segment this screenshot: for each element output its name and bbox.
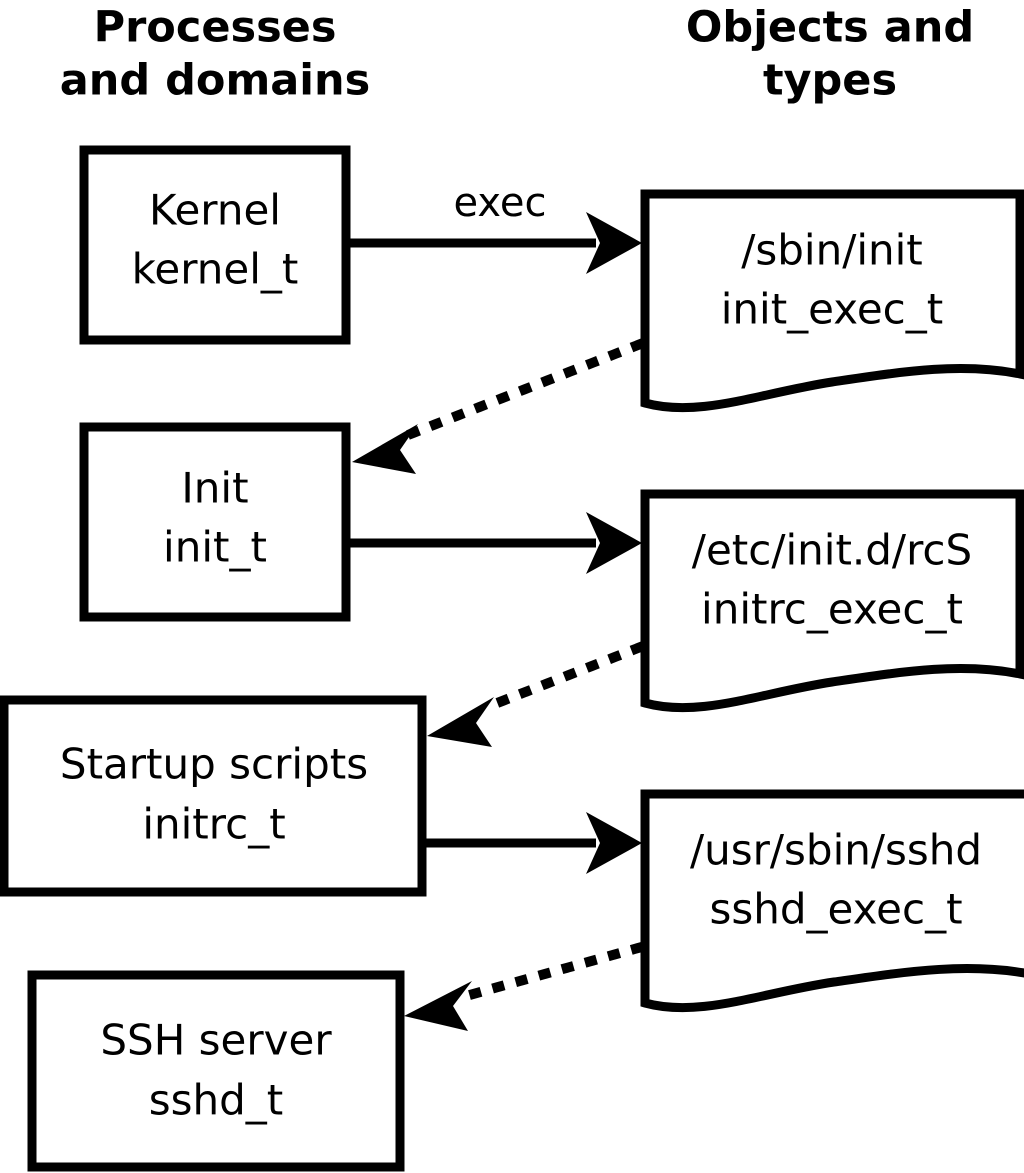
node-sshd[interactable]: SSH server sshd_t	[27, 970, 405, 1172]
column-header-objects: Objects and types	[686, 3, 974, 106]
node-kernel-line2: kernel_t	[132, 245, 299, 294]
node-init-line2: init_t	[163, 523, 267, 572]
node-initrc-exec-line2: initrc_exec_t	[701, 585, 963, 634]
node-sshd-exec-line2: sshd_exec_t	[709, 885, 962, 934]
node-sshd-box[interactable]	[27, 970, 405, 1172]
column-header-processes: Processes and domains	[60, 3, 370, 106]
node-init-box[interactable]	[79, 422, 351, 622]
edge-init-to-initrc-exec-arrowhead	[586, 512, 642, 574]
node-init-exec-document-shape[interactable]	[640, 189, 1024, 413]
node-sshd-exec-line1: /usr/sbin/sshd	[690, 826, 982, 875]
edge-init-exec-to-init-arrowhead	[352, 424, 418, 474]
node-sshd-line1: SSH server	[100, 1016, 332, 1065]
node-init-exec[interactable]: /sbin/init init_exec_t	[640, 189, 1024, 413]
edge-initrc-exec-to-initrc	[427, 641, 645, 747]
node-kernel-box[interactable]	[79, 145, 351, 345]
node-sshd-exec[interactable]: /usr/sbin/sshd sshd_exec_t	[640, 789, 1024, 1013]
edge-label-exec: exec	[454, 180, 547, 226]
node-kernel[interactable]: Kernel kernel_t	[79, 145, 351, 345]
edge-initrc-exec-to-initrc-arrowhead	[427, 697, 494, 747]
node-initrc-line1: Startup scripts	[60, 740, 368, 789]
node-initrc-line2: initrc_t	[142, 800, 285, 849]
node-initrc[interactable]: Startup scripts initrc_t	[0, 695, 427, 897]
node-init-exec-line1: /sbin/init	[741, 226, 923, 275]
edge-sshd-exec-to-sshd	[404, 941, 645, 1031]
edge-init-to-initrc-exec	[348, 512, 642, 574]
node-init-exec-line2: init_exec_t	[721, 285, 944, 334]
edge-sshd-exec-to-sshd-line	[459, 941, 645, 1003]
node-kernel-line1: Kernel	[149, 186, 281, 235]
node-sshd-line2: sshd_t	[149, 1076, 284, 1125]
edge-init-exec-to-init	[352, 338, 645, 474]
node-initrc-exec-line1: /etc/init.d/rcS	[692, 526, 972, 575]
node-initrc-exec-document-shape[interactable]	[640, 489, 1024, 713]
node-sshd-exec-document-shape[interactable]	[640, 789, 1024, 1013]
edge-sshd-exec-to-sshd-arrowhead	[404, 981, 472, 1031]
column-header-processes-line2: and domains	[60, 56, 370, 106]
edge-initrc-to-sshd-exec	[424, 812, 642, 874]
edge-init-exec-to-init-line	[401, 338, 645, 442]
edge-initrc-exec-to-initrc-line	[480, 641, 645, 714]
node-init-line1: Init	[181, 464, 248, 513]
node-initrc-box[interactable]	[0, 695, 427, 897]
node-initrc-exec[interactable]: /etc/init.d/rcS initrc_exec_t	[640, 489, 1024, 713]
edge-kernel-to-init-exec-arrowhead	[586, 212, 642, 274]
column-header-objects-line2: types	[763, 56, 897, 106]
edge-kernel-to-init-exec: exec	[348, 180, 642, 274]
column-header-objects-line1: Objects and	[686, 3, 974, 53]
edge-initrc-to-sshd-exec-arrowhead	[586, 812, 642, 874]
column-header-processes-line1: Processes	[94, 3, 337, 53]
node-init[interactable]: Init init_t	[79, 422, 351, 622]
